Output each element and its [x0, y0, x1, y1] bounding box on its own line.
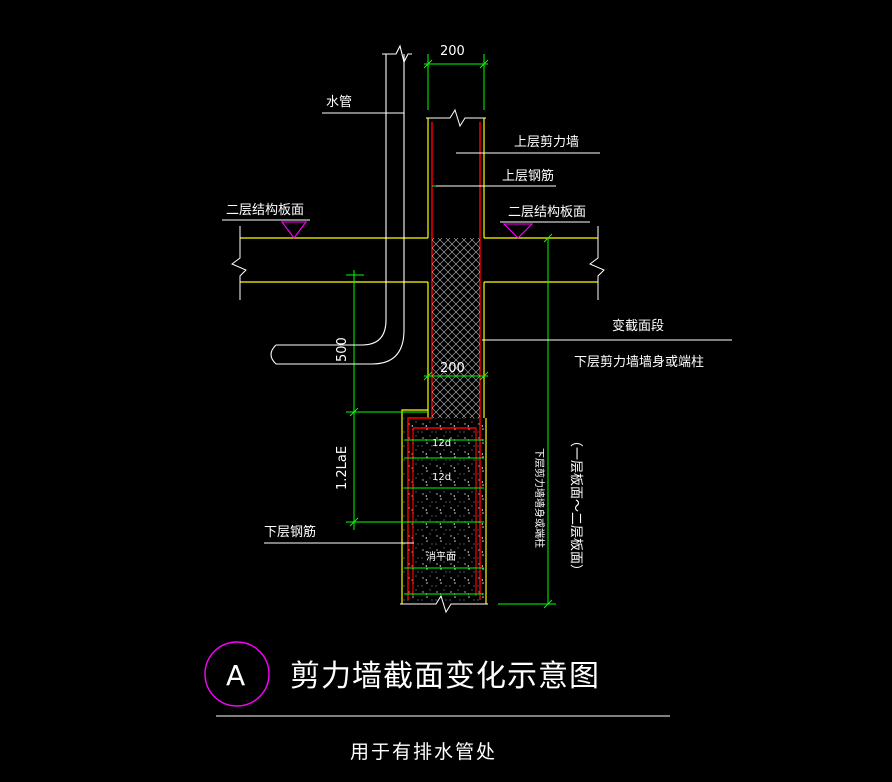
dim-pipe-height: 500	[335, 337, 350, 362]
label-floor2-slab-right: 二层结构板面	[508, 205, 586, 220]
label-upper-shear-wall: 上层剪力墙	[514, 134, 579, 150]
title-subtitle: 用于有排水管处	[350, 741, 497, 763]
label-floor-range-vertical: （一层板面～二层板面）	[568, 434, 583, 577]
title-marker-letter: A	[226, 659, 245, 692]
label-lower-wall-or-column: 下层剪力墙墙身或端柱	[574, 354, 704, 370]
upper-shear-wall	[426, 108, 486, 238]
label-level-mark: 消平面	[426, 550, 456, 563]
label-lower-rebar: 下层钢筋	[264, 524, 316, 540]
label-water-pipe: 水管	[326, 95, 352, 110]
lower-wall	[400, 409, 488, 614]
floor-slab	[231, 226, 605, 300]
section-change-zone	[427, 238, 485, 418]
water-pipe	[270, 44, 412, 365]
dim-lap-length: 1.2LaE	[335, 446, 350, 490]
leader-lines	[222, 112, 732, 544]
slab-level-marker-right	[502, 223, 534, 239]
dim-top-width: 200	[440, 44, 465, 59]
label-upper-rebar: 上层钢筋	[502, 168, 554, 184]
slab-level-marker-left	[280, 221, 308, 239]
label-floor2-slab-left: 二层结构板面	[226, 203, 304, 218]
title-marker: A	[204, 641, 270, 707]
label-section-change: 变截面段	[612, 318, 664, 334]
dim-lower-width: 200	[440, 361, 465, 376]
title-main: 剪力墙截面变化示意图	[290, 659, 600, 694]
dim-anchor-2: 12d	[432, 472, 451, 483]
dimension-lines	[346, 54, 556, 609]
label-lower-wall-vertical: 下层剪力墙墙身或端柱	[533, 448, 546, 548]
dim-anchor-1: 12d	[432, 438, 451, 449]
